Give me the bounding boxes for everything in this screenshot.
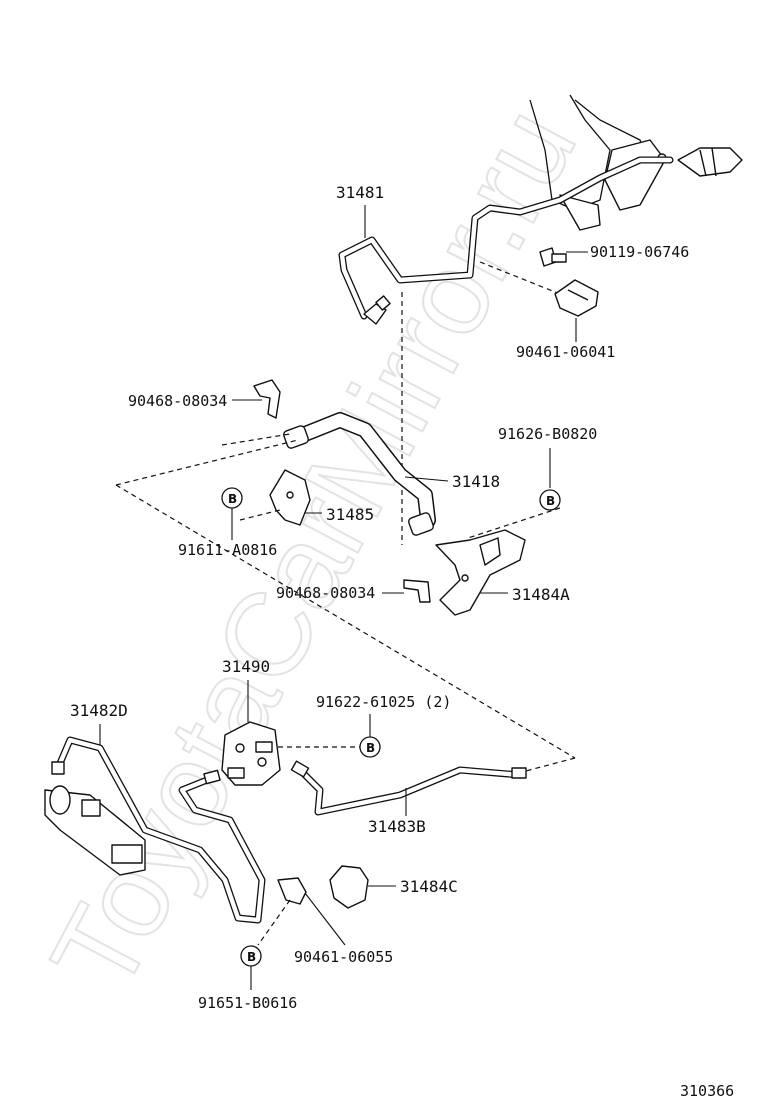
callout-31483b: 31483B — [368, 817, 426, 836]
guide-dash-90461-06055 — [257, 899, 291, 946]
flexible-hose-31418-icon — [283, 412, 436, 536]
callout-91622-61025: 91622-61025 (2) — [316, 693, 451, 711]
clamp-90461-06055-icon — [277, 877, 307, 905]
ref-circle-b-91622-icon: B — [359, 736, 381, 758]
callout-31481: 31481 — [336, 183, 384, 202]
slave-cylinder-fitting — [657, 147, 743, 177]
callout-90119-06746: 90119-06746 — [590, 243, 689, 261]
callout-31482d: 31482D — [70, 701, 128, 720]
guide-dash-91626 — [467, 507, 561, 539]
ref-circle-b-91626-icon: B — [539, 489, 561, 511]
leader-90461-06055 — [304, 892, 346, 946]
callout-91651-b0616: 91651-B0616 — [198, 994, 297, 1012]
pipe-31481-icon — [338, 156, 674, 325]
svg-text:B: B — [228, 492, 237, 506]
guide-dash-assembly-right — [521, 757, 576, 773]
callout-90461-06055: 90461-06055 — [294, 948, 393, 966]
callout-90468-08034-mid: 90468-08034 — [276, 584, 375, 602]
pipe-31483b-icon — [290, 760, 527, 816]
guide-dash-assembly-diag — [115, 484, 576, 759]
ref-circle-b-91651-icon: B — [240, 945, 262, 967]
callout-31484a: 31484A — [512, 585, 570, 604]
svg-text:B: B — [247, 950, 256, 964]
callout-91626-b0820: 91626-B0820 — [498, 425, 597, 443]
pipe-31482d-icon — [51, 736, 266, 924]
callout-31490: 31490 — [222, 657, 270, 676]
bracket-31484a-icon — [435, 529, 526, 616]
guide-dash-31485 — [239, 509, 281, 521]
clip-90468-08034-top-icon — [253, 379, 281, 419]
callout-90468-08034-top: 90468-08034 — [128, 392, 227, 410]
clip-90468-08034-mid-icon — [403, 579, 431, 603]
ref-circle-b-91611-icon: B — [221, 487, 243, 509]
callout-90461-06041: 90461-06041 — [516, 343, 615, 361]
callout-31485: 31485 — [326, 505, 374, 524]
junction-block-31490-icon — [221, 721, 281, 786]
master-cylinder-icon — [44, 785, 146, 876]
leader-31418 — [404, 476, 449, 482]
guide-dash-hose — [221, 433, 291, 446]
bracket-31484c-icon — [329, 865, 369, 909]
callout-91611-a0816: 91611-A0816 — [178, 541, 277, 559]
callout-31484c: 31484C — [400, 877, 458, 896]
bolt-90119-06746-icon — [539, 247, 567, 267]
guide-dash-assembly-left — [115, 439, 299, 486]
svg-text:B: B — [366, 741, 375, 755]
clamp-90461-06041-icon — [554, 279, 599, 317]
figure-id: 310366 — [680, 1082, 734, 1100]
svg-text:B: B — [546, 494, 555, 508]
callout-31418: 31418 — [452, 472, 500, 491]
